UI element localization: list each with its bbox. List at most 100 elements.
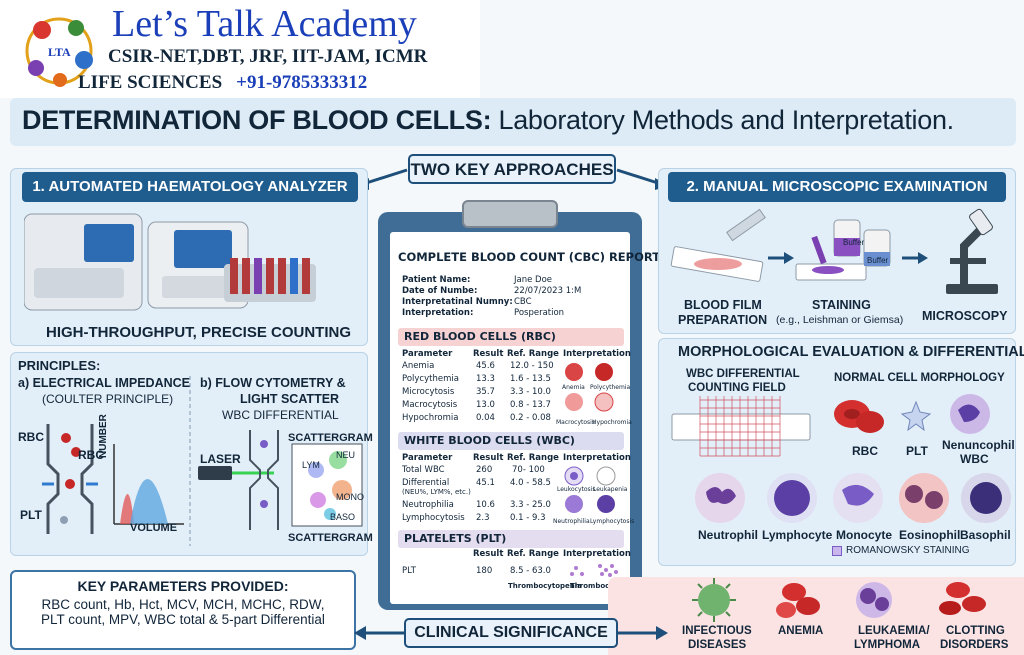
academy-logo: LTA [25,17,93,87]
rbc-row-3-range: 0.8 - 13.7 [510,400,551,410]
normal-wbc-label-1: Nenuncophil [942,438,1015,452]
wbc-row-1-range: 4.0 - 58.5 [510,478,551,488]
rbc-row-0-range: 12.0 - 150 [510,361,554,371]
normal-wbc-label-2: WBC [960,452,989,466]
meta-key-1: Date of Numbe: [402,286,478,296]
field-label-2: COUNTING FIELD [688,382,786,394]
key-parameters-line1: RBC count, Hb, Hct, MCV, MCH, MCHC, RDW, [41,597,325,612]
buffer-label-1: Buffer [843,238,865,247]
step-blood-film-1: BLOOD FILM [684,298,762,312]
counting-field-grid [671,396,811,457]
icon-leukapenia-label: Leukapenia [593,486,628,493]
rbc-row-1-param: Polycythemia [402,374,459,384]
romanowsky-label: ROMANOWSKY STAINING [846,545,970,556]
title-bold: DETERMINATION OF BLOOD CELLS: [22,105,492,135]
analyzer-illustration [24,213,316,311]
wbc-row-3-result: 2.3 [476,513,490,523]
label-laser: LASER [200,452,241,466]
icon-polycythemia-label: Polycythemia [590,384,631,391]
rbc-interp-icons [565,363,614,412]
plt-section-head: PLATELETS (PLT) [398,530,624,548]
wbc-interp-icons [564,466,616,513]
cell-basophil-label: Basophil [960,528,1011,542]
sig-leukaemia-2: LYMPHOMA [854,639,921,651]
icon-anemia-label: Anemia [562,384,585,391]
clipboard-clip [462,200,558,228]
title-rest: Laboratory Methods and Interpretation. [491,105,954,135]
cell-neutrophil-label: Neutrophil [698,528,758,542]
significance-icons [692,578,986,622]
flow-diagram [198,430,363,530]
rbc-row-2-param: Microcytosis [402,387,455,397]
wbc-row-0-result: 260 [476,465,493,475]
field-label-1: WBC DIFFERENTIAL [686,368,800,380]
sig-anemia: ANEMIA [778,625,824,637]
sig-clotting-2: DISORDERS [940,639,1009,651]
label-baso: BASO [330,512,356,522]
wbc-row-3-range: 0.1 - 9.3 [510,513,546,523]
step-staining-sub: (e.g., Leishman or Giemsa) [776,314,904,326]
label-neu: NEU [336,450,356,460]
manual-steps-illustration [670,208,998,294]
plt-col-interpretation: Interpretation [563,549,631,559]
sig-infectious-1: INFECTIOUS [682,625,752,637]
icon-leukocytosis-label: Leukocytosis [557,486,596,493]
flow-subtitle: WBC DIFFERENTIAL [222,408,339,422]
normal-cells-illustration [834,394,990,434]
rbc-row-1-range: 1.6 - 13.5 [510,374,551,384]
romanowsky-swatch [832,546,842,556]
wbc-row-2-range: 3.3 - 25.0 [510,500,551,510]
icon-neutrophilia-label: Neutrophilia [553,518,590,525]
col-interpretation: Interpretation [563,349,631,359]
wbc-col-interpretation: Interpretation [563,453,631,463]
key-parameters-line2: PLT count, MPV, WBC total & 5-part Diffe… [41,612,325,627]
meta-key-0: Patient Name: [402,275,471,285]
wbc-row-2-param: Neutrophilia [402,500,454,510]
label-plt: PLT [20,508,42,522]
manual-heading: 2. MANUAL MICROSCOPIC EXAMINATION [668,172,1006,202]
icon-hypochromia-label: Hypochromia [592,419,632,426]
plt-row-result: 180 [476,566,493,576]
rbc-row-3-param: Macrocytosis [402,400,458,410]
header-banner [0,0,480,98]
analyzer-heading: 1. AUTOMATED HAEMATOLOGY ANALYZER [22,172,358,202]
sig-clotting-1: CLOTTING [946,625,1005,637]
plt-col-result: Result [473,549,504,559]
col-result: Result [473,349,504,359]
phone-number: +91-9785333312 [236,72,368,93]
rbc-row-3-result: 13.0 [476,400,495,410]
scattergram-bottom: SCATTERGRAM [288,532,373,544]
label-rbc-right: RBC [78,448,104,462]
step-microscopy: MICROSCOPY [922,309,1008,323]
rbc-section-head: RED BLOOD CELLS (RBC) [398,328,624,346]
plt-row-param: PLT [402,566,416,576]
flow-title-2: LIGHT SCATTER [240,392,340,406]
cell-eosinophil-label: Eosinophil [899,528,961,542]
principles-title: PRINCIPLES: [18,358,101,373]
buffer-label-2: Buffer [867,256,889,265]
meta-val-1: 22/07/2023 1:M [514,286,582,296]
normal-plt-label: PLT [906,444,928,458]
label-lym: LYM [302,460,320,470]
svg-text:LTA: LTA [48,45,71,59]
morphology-heading: MORPHOLOGICAL EVALUATION & DIFFERENTIAL [678,344,1024,360]
label-rbc-left: RBC [18,430,44,444]
morphology-panel [658,338,1016,566]
impedance-subtitle: (COULTER PRINCIPLE) [42,392,174,406]
scattergram-top: SCATTERGRAM [288,432,373,444]
plt-interp-icons [570,564,618,577]
leukocyte-row [695,473,1011,523]
icon-thrombocytosis-label: Thrombocytosis [570,582,633,590]
impedance-diagram [42,424,184,534]
label-mono: MONO [336,492,364,502]
plt-row-range: 8.5 - 63.0 [510,566,551,576]
step-blood-film-2: PREPARATION [678,313,768,327]
plt-col-range: Ref. Range [507,549,559,559]
cell-lymphocyte-label: Lymphocyte [762,528,833,542]
icon-lymphocytosis-label: Lymphocytosis [590,518,635,525]
meta-key-2: Interpretatinal Numny: [402,297,513,307]
wbc-row-1-param: Differential [402,478,450,488]
rbc-row-4-range: 0.2 - 0.08 [510,413,551,423]
meta-val-3: Posperation [514,308,565,318]
icon-thrombocytopenia-label: Thrombocytopenia [508,582,582,590]
